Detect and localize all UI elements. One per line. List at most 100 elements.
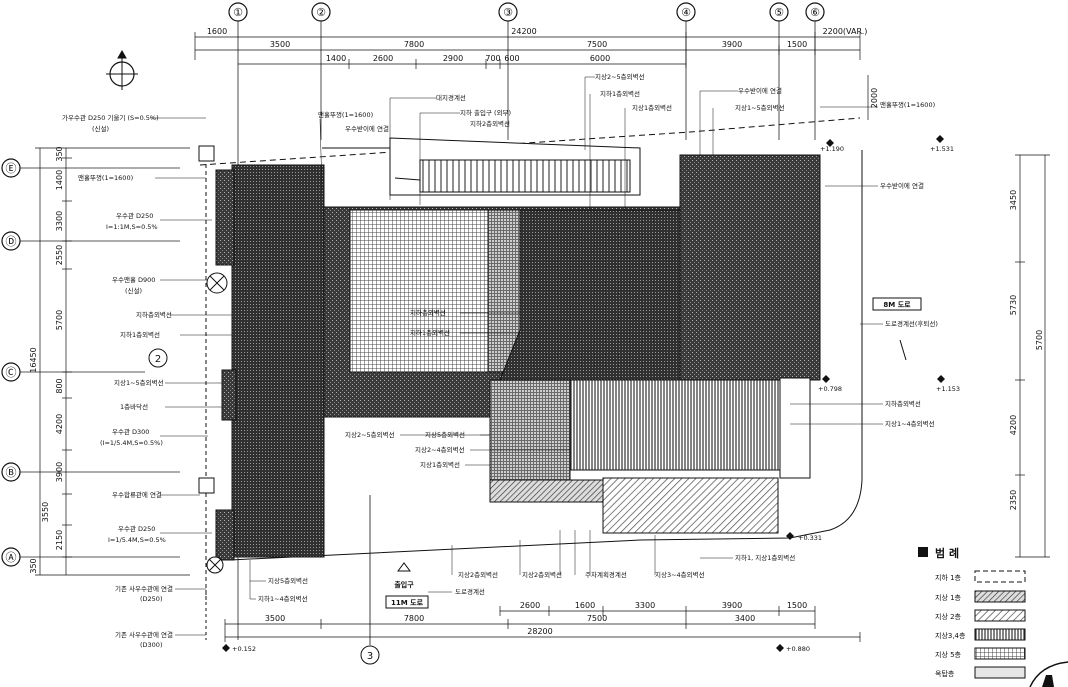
- annot-32: 지상1층외벽선: [420, 460, 460, 469]
- legend-swatch-2: [974, 609, 1026, 622]
- legend-swatch-0: [974, 570, 1026, 583]
- annot-12: 우수합류관에 연결: [112, 490, 162, 499]
- annot-38: 맨홀뚜껑(1=1600): [318, 110, 373, 119]
- grid-label-row-b: Ⓑ: [6, 466, 17, 479]
- annot-42b: 우수받이에 연결: [880, 181, 924, 190]
- legend-label-1: 지상 1층: [935, 593, 962, 602]
- left-dimension-texts: 16450 350 1400 3300 2550 5700 800 4200 3…: [29, 146, 64, 573]
- legend: 범 례 지하 1층 지상 1층 지상 2층 지상3,4층 지상 5층 옥탑층: [918, 546, 1026, 679]
- annot-33: 지하층외벽선: [885, 399, 921, 408]
- dim-top-total: 24200: [511, 27, 536, 36]
- dim-left-8: 3550: [41, 502, 50, 522]
- left-leader-lines: [150, 117, 232, 636]
- dim-right-1: 5730: [1009, 295, 1018, 315]
- annot-4: I=1:1M,S=0.5%: [106, 223, 158, 231]
- legend-label-4: 지상 5층: [935, 650, 962, 659]
- annot-17: 기존 사우수관에 연결: [115, 630, 173, 639]
- annot-31: 지상2~4층외벽선: [415, 445, 465, 454]
- dim-right-2: 4200: [1009, 415, 1018, 435]
- dim-left-1: 1400: [55, 170, 64, 190]
- annot-11: 우수관 D300: [112, 427, 149, 436]
- legend-label-3: 지상3,4층: [935, 631, 966, 640]
- building-left-annex-bottom: [215, 509, 235, 561]
- elev-5: +0.152: [222, 644, 256, 653]
- legend-label-0: 지하 1층: [935, 573, 962, 582]
- dim-bot-total: 28200: [527, 627, 552, 636]
- annot-29: 지상2~5층외벽선: [345, 430, 395, 439]
- annot-19: 지상5층외벽선: [268, 576, 308, 585]
- dim-top-right-var: 2200(VAR.): [823, 27, 868, 36]
- right-dimension-lines: [1015, 154, 1050, 558]
- grid-label-col-5: ⑤: [774, 6, 784, 19]
- annot-25b: 지상2층외벽선: [522, 570, 562, 579]
- entrance-marker: 출입구 11M 도로: [385, 562, 429, 609]
- annot-49: (I=1/5.4M,S=0.5%): [100, 439, 163, 447]
- elevation-marks: +1.190 +1.531 +0.798 +1.153 +0.152 +0.33…: [222, 135, 960, 653]
- annot-23: 도로경계선: [455, 587, 485, 596]
- annot-6: (신설): [125, 286, 142, 295]
- building-right-lower-striped: [569, 379, 781, 471]
- annot-20: 지하1~4층외벽선: [258, 594, 308, 603]
- north-arrow: [106, 49, 138, 90]
- bottom-dimension-lines: [224, 606, 861, 642]
- dim-top-r2-4: 1500: [787, 40, 807, 49]
- legend-swatch-3: [974, 628, 1026, 641]
- building-left-annex-mid: [221, 369, 237, 421]
- grid-label-row-a: Ⓐ: [6, 551, 17, 564]
- annot-2: 맨홀뚜껑(1=1600): [78, 173, 133, 182]
- annot-26: 주차계획경계선: [585, 570, 627, 579]
- section-marker-2: 2: [148, 348, 168, 368]
- dim-top-r2-3: 3900: [722, 40, 742, 49]
- building-mid-lower-mesh: [489, 379, 571, 481]
- right-annotations: 8M 도로 도로경계선(후퇴선) 지하층외벽선 지상1~4층외벽선 지하1, 지…: [700, 297, 938, 562]
- annot-44: 지하1층외벽선: [600, 89, 640, 98]
- dim-top-right-2000: 2000: [870, 88, 879, 108]
- grid-bubble-row-d: Ⓓ: [1, 231, 21, 251]
- section-marker-3: 3: [360, 495, 380, 665]
- dim-bot-r1-2: 3300: [635, 601, 655, 610]
- bottom-dimension-texts: 2600 1600 3300 3900 1500 3500 7800 7500 …: [265, 601, 807, 636]
- grid-bubble-col-3: ③: [498, 2, 518, 22]
- dim-top-r2-1: 7800: [404, 40, 424, 49]
- grid-label-col-2: ②: [316, 6, 326, 19]
- annot-14: I=1/5.4M,S=0.5%: [108, 536, 166, 544]
- elev-4: +1.153: [936, 375, 960, 393]
- bottom-leader-lines: [249, 530, 656, 600]
- annot-5: 우수맨홀 D900: [112, 275, 155, 284]
- annot-8b: 지하1층외벽선: [410, 328, 450, 337]
- grid-bubble-col-6: ⑥: [805, 2, 825, 22]
- dim-bot-r1-4: 1500: [787, 601, 807, 610]
- dim-right-total: 5700: [1035, 330, 1044, 350]
- annot-15: 기존 사우수관에 연결: [115, 584, 173, 593]
- grid-label-col-3: ③: [503, 6, 513, 19]
- dim-left-7: 3900: [55, 462, 64, 482]
- manhole-bottom: [206, 556, 224, 574]
- upper-leader-lines: [319, 76, 878, 210]
- bottom-annotations: 지상5층외벽선 지하1~4층외벽선 지상2층외벽선 지상2층외벽선 주차계획경계…: [258, 570, 705, 603]
- grid-label-col-1: ①: [233, 6, 243, 19]
- left-dimension-lines: [35, 147, 190, 576]
- section-marker-3-label: 3: [367, 651, 373, 662]
- annot-13: 우수관 D250: [118, 524, 155, 533]
- grid-label-col-4: ④: [681, 6, 691, 19]
- svg-text:+1.153: +1.153: [936, 385, 960, 393]
- stair-area: [322, 137, 641, 196]
- annot-45: 지상1~5층외벽선: [735, 103, 785, 112]
- annot-40: 지상2~5층외벽선: [595, 72, 645, 81]
- grid-bubble-col-2: ②: [311, 2, 331, 22]
- center-leader-lines: [400, 312, 570, 466]
- annot-39: 지상1층외벽선: [632, 103, 672, 112]
- svg-text:+0.331: +0.331: [798, 534, 822, 542]
- annot-7: 지하층외벽선: [136, 310, 172, 319]
- annot-16: (D250): [140, 595, 162, 603]
- road-11m-box: [385, 595, 429, 609]
- annot-42: 우수받이에 연결: [345, 124, 389, 133]
- corner-stamp: [1029, 661, 1068, 687]
- grid-bubble-col-1: ①: [228, 2, 248, 22]
- svg-text:+0.152: +0.152: [232, 645, 256, 653]
- row-grid-bubbles: Ⓔ Ⓓ Ⓒ Ⓑ Ⓐ: [1, 158, 21, 567]
- legend-label-5: 옥탑층: [935, 669, 955, 678]
- svg-text:+1.190: +1.190: [820, 145, 844, 153]
- dim-left-4: 5700: [55, 310, 64, 330]
- building-left-wing: [231, 164, 325, 558]
